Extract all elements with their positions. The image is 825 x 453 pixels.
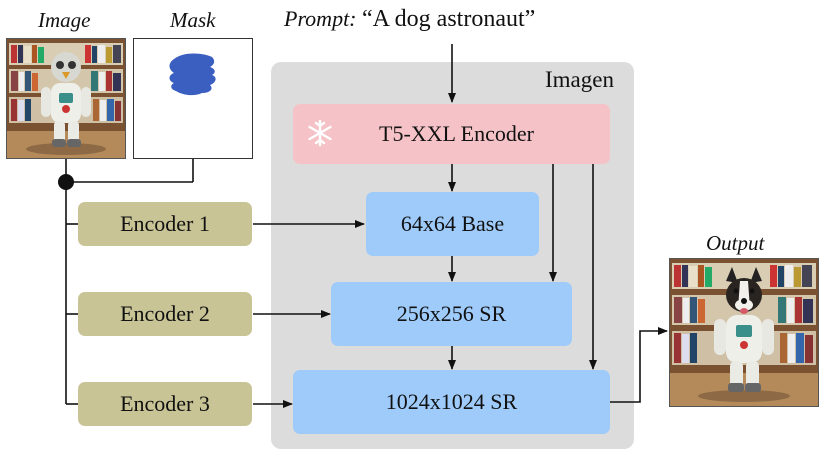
output-image [669, 258, 819, 407]
encoder-1: Encoder 1 [78, 202, 252, 246]
t5-xxl-encoder: T5-XXL Encoder [293, 104, 610, 164]
input-image [6, 38, 126, 159]
encoder-2: Encoder 2 [78, 292, 252, 336]
imagen-title: Imagen [545, 67, 614, 92]
prompt-text: “A dog astronaut” [362, 6, 536, 32]
prompt: Prompt: “A dog astronaut” [284, 6, 535, 33]
sr-256x256: 256x256 SR [331, 282, 572, 346]
junction-dot [58, 174, 74, 190]
t5-label: T5-XXL Encoder [379, 121, 534, 146]
mask-image [133, 38, 253, 159]
encoder-3: Encoder 3 [78, 382, 252, 426]
prompt-label: Prompt: [284, 6, 357, 31]
output-label: Output [706, 231, 765, 255]
mask-label: Mask [170, 8, 216, 32]
sr-1024x1024: 1024x1024 SR [293, 370, 610, 434]
image-label: Image [38, 8, 91, 32]
base-64x64: 64x64 Base [366, 192, 539, 256]
snowflake-icon [305, 118, 335, 148]
